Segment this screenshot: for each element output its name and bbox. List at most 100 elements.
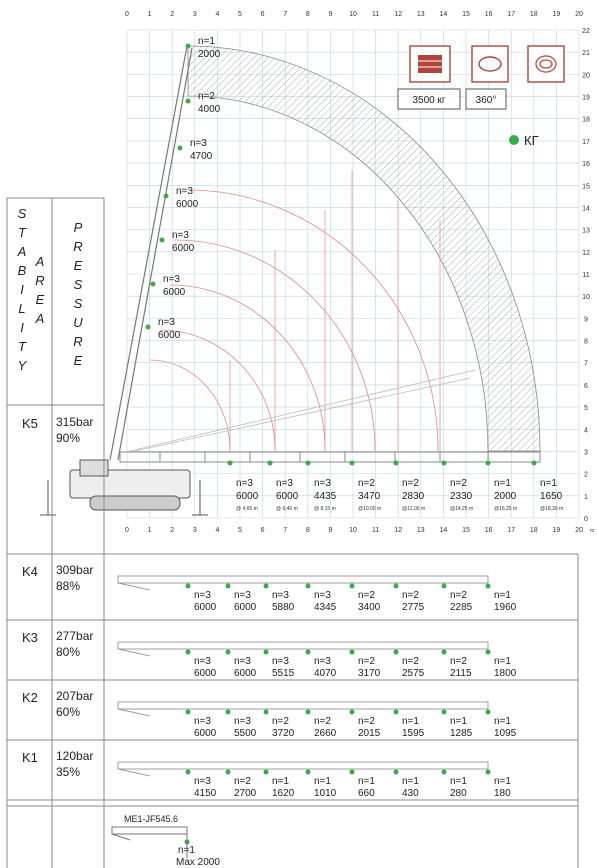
right-axis-tick: 6 (584, 383, 588, 390)
stability-letter: T (18, 225, 27, 240)
main-boom (109, 45, 193, 461)
row-load: 6000 (194, 668, 217, 679)
row-dot (441, 583, 447, 589)
top-axis-tick: 4 (215, 11, 219, 18)
right-axis-tick: 5 (584, 405, 588, 412)
k5-reach: @14,25 m (450, 506, 473, 512)
row-dot (305, 649, 311, 655)
row-load: 430 (402, 788, 419, 799)
row-n: n=1 (450, 776, 467, 787)
row-percent: 88% (56, 579, 80, 593)
capacity-badge: 3500 кг (397, 45, 461, 110)
area-letter: A (35, 311, 45, 326)
boom-point-dot (145, 324, 151, 330)
bottom-axis-tick: 13 (417, 527, 425, 534)
k5-load: 2830 (402, 491, 425, 502)
top-axis-tick: 14 (440, 11, 448, 18)
top-axis-tick: 18 (530, 11, 538, 18)
jib-model: ME1-JF545.6 (124, 814, 178, 824)
row-dot (441, 709, 447, 715)
row-load: 1010 (314, 788, 337, 799)
row-pressure: 277bar (56, 629, 93, 643)
bottom-axis-tick: 10 (349, 527, 357, 534)
row-dot (263, 649, 269, 655)
boom-point-dot (163, 193, 169, 199)
row-load: 1095 (494, 728, 517, 739)
pressure-letter: R (73, 334, 82, 349)
row-n: n=2 (234, 776, 251, 787)
row-dot (393, 649, 399, 655)
row-n: n=1 (314, 776, 331, 787)
top-axis-tick: 2 (170, 11, 174, 18)
right-axis-tick: 18 (582, 117, 590, 124)
row-pressure: 120bar (56, 749, 93, 763)
row-load: 2115 (450, 668, 472, 679)
k5-n: n=1 (540, 478, 557, 489)
row-load: 5500 (234, 728, 257, 739)
bottom-axis-tick: 3 (193, 527, 197, 534)
right-axis-tick: 12 (582, 250, 590, 257)
k5-load: 3470 (358, 491, 381, 502)
boom-point-dot (150, 281, 156, 287)
bottom-axis-tick: 8 (306, 527, 310, 534)
k5-n: n=3 (314, 478, 331, 489)
row-dot (263, 709, 269, 715)
row-dot (185, 649, 191, 655)
right-axis-tick: 11 (582, 272, 589, 279)
k5-n: n=2 (450, 478, 467, 489)
row-dot (305, 769, 311, 775)
row-load: 6000 (234, 602, 257, 613)
row-n: n=3 (314, 656, 331, 667)
pressure-letter: R (73, 239, 82, 254)
capacity-label: 3500 кг (412, 95, 445, 106)
top-axis-tick: 10 (349, 11, 357, 18)
row-n: n=2 (314, 716, 331, 727)
stability-letter: B (18, 263, 27, 278)
row-dot (185, 709, 191, 715)
top-axis-tick: 15 (462, 11, 470, 18)
stability-letter: I (20, 320, 24, 335)
row-n: n=1 (450, 716, 467, 727)
bottom-axis-tick: 15 (462, 527, 470, 534)
boom-point-n: n=3 (176, 186, 193, 197)
row-n: n=3 (194, 716, 211, 727)
bottom-axis-tick: 19 (553, 527, 561, 534)
k5-reach: @ 4,65 m (236, 506, 258, 512)
row-name: K1 (22, 750, 38, 765)
row-dot (485, 583, 491, 589)
crane-body (40, 459, 208, 516)
top-axis-tick: 12 (394, 11, 402, 18)
right-axis-tick: 16 (582, 161, 590, 168)
area-letter: R (35, 273, 44, 288)
pressure-letter: S (74, 296, 83, 311)
top-axis-tick: 20 (575, 11, 583, 18)
row-dot (485, 649, 491, 655)
boom-point-dot (185, 43, 191, 49)
row-load: 2700 (234, 788, 257, 799)
k5-load: 4435 (314, 491, 337, 502)
row-dot (485, 709, 491, 715)
top-axis-tick: 9 (328, 11, 332, 18)
right-axis-tick: 4 (584, 427, 588, 434)
reach-verticals (229, 170, 441, 451)
top-axis-tick: 1 (148, 11, 152, 18)
bottom-axis-tick: 20 (575, 527, 583, 534)
top-axis-tick: 13 (417, 11, 425, 18)
row-load: 1620 (272, 788, 295, 799)
row-name: K3 (22, 630, 38, 645)
right-axis-tick: 2 (584, 472, 588, 479)
weight-legend-dot (509, 135, 519, 145)
k5-reach: @12,00 m (402, 506, 425, 512)
row-n: n=2 (358, 656, 375, 667)
row-dot (225, 709, 231, 715)
row-dot (305, 583, 311, 589)
top-axis-tick: 6 (261, 11, 265, 18)
row-n: n=2 (358, 590, 375, 601)
row-load: 1800 (494, 668, 517, 679)
row-load: 3720 (272, 728, 295, 739)
boom-point-dot (159, 237, 165, 243)
jib-section: ME1-JF545.6 n=1 Max 2000 (111, 814, 220, 868)
row-n: n=3 (194, 590, 211, 601)
